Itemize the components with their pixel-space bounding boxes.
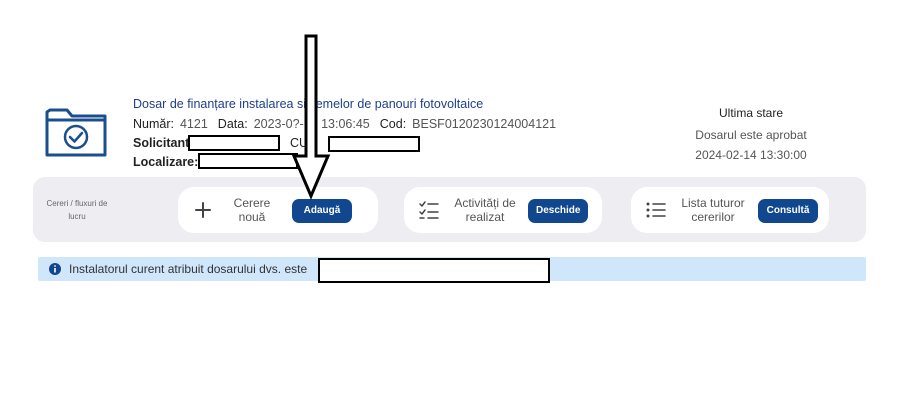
list-icon — [646, 202, 666, 218]
redacted-cui — [328, 136, 420, 152]
consult-requests-button[interactable]: Consultă — [758, 199, 818, 223]
new-request-card: Cerere nouă Adaugă — [178, 187, 378, 233]
status-block: Ultima stare Dosarul este aprobat 2024-0… — [676, 106, 826, 162]
open-activities-button[interactable]: Deschide — [528, 199, 588, 223]
redacted-installer — [318, 258, 550, 283]
redacted-localizare — [198, 153, 298, 169]
localizare-label: Localizare: — [133, 155, 199, 169]
cod-value: BESF0120230124004121 — [412, 117, 557, 131]
status-title: Ultima stare — [718, 106, 783, 120]
folder-check-icon — [45, 108, 107, 157]
localizare-row: Localizare: — [133, 155, 198, 169]
info-icon — [49, 263, 61, 275]
redacted-solicitant — [188, 135, 280, 151]
activities-label: Activități de realizat — [454, 196, 516, 224]
cod-label: Cod: — [379, 117, 407, 131]
plus-icon — [195, 202, 211, 218]
requests-list-label: Lista tuturor cererilor — [681, 196, 745, 224]
data-label: Data: — [217, 117, 248, 131]
info-text: Instalatorul curent atribuit dosarului d… — [69, 262, 308, 276]
numar-label: Număr: — [133, 117, 174, 131]
workflow-actions-strip: Cereri / fluxuri de lucru Cerere nouă Ad… — [33, 177, 866, 242]
annotation-arrow-down-icon — [291, 34, 331, 200]
requests-list-card: Lista tuturor cererilor Consultă — [631, 187, 829, 233]
status-date: 2024-02-14 13:30:00 — [695, 148, 807, 162]
add-request-button[interactable]: Adaugă — [292, 199, 352, 223]
solicitant-row: Solicitant: — [133, 136, 193, 150]
checklist-icon — [419, 201, 439, 219]
solicitant-label: Solicitant: — [133, 136, 194, 150]
numar-value: 4121 — [179, 117, 208, 131]
activities-card: Activități de realizat Deschide — [404, 187, 602, 233]
status-text: Dosarul este aprobat — [695, 128, 807, 142]
strip-label: Cereri / fluxuri de lucru — [46, 199, 108, 221]
new-request-label: Cerere nouă — [233, 196, 271, 224]
